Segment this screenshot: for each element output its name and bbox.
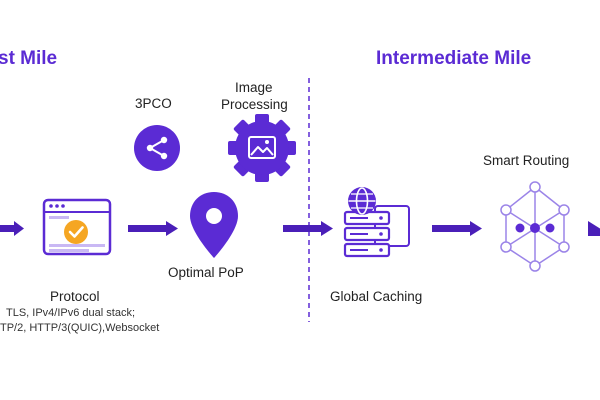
network-mesh-icon: [500, 181, 570, 272]
flow-arrow-4: [432, 221, 482, 236]
server-globe-icon: [343, 187, 410, 258]
protocol-label: Protocol: [50, 289, 100, 304]
flow-arrow-3: [283, 221, 333, 236]
image-processing-label-line2: Processing: [221, 97, 288, 112]
optimal-pop-label: Optimal PoP: [168, 265, 244, 280]
browser-window-icon: [42, 198, 112, 256]
image-processing-label-line1: Image: [235, 80, 273, 95]
flow-arrow-2: [128, 221, 178, 236]
protocol-detail-line1: TLS, IPv4/IPv6 dual stack;: [6, 307, 136, 319]
location-pin-icon: [190, 192, 238, 258]
section-title-intermediate-mile: Intermediate Mile: [376, 48, 532, 69]
smart-routing-label: Smart Routing: [483, 153, 570, 168]
flow-arrow-1: [0, 221, 24, 236]
three-pco-label: 3PCO: [135, 96, 172, 111]
flow-arrow-5: [588, 221, 600, 236]
global-caching-label: Global Caching: [330, 289, 423, 304]
section-title-first-mile: st Mile: [0, 48, 58, 69]
protocol-detail-line2: TP/2, HTTP/3(QUIC),Websocket: [0, 322, 160, 334]
share-network-icon: [134, 125, 180, 171]
gear-image-icon: [228, 114, 296, 182]
